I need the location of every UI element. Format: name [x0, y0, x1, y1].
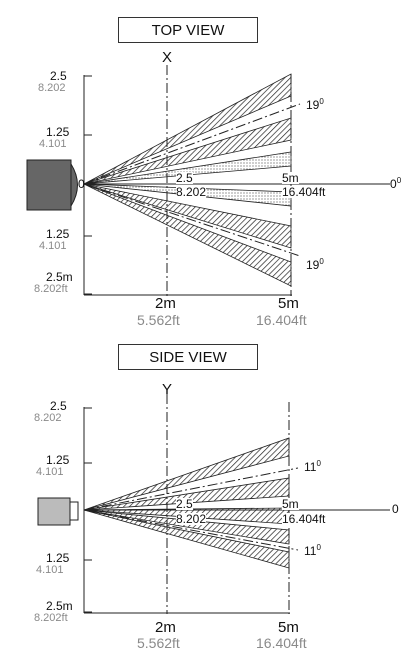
top-inner-right-m: 5m	[282, 171, 299, 185]
side-dist-far-ft: 16.404ft	[256, 635, 307, 651]
top-beam-upper-outer	[83, 73, 292, 185]
side-dist-far-m: 5m	[278, 619, 299, 636]
top-inner-right-ft: 16.404ft	[282, 185, 326, 199]
top-dist-far-m: 5m	[278, 295, 299, 312]
top-beam-lower-mid	[83, 183, 292, 249]
side-y-label-upper-m: 1.25	[46, 453, 70, 467]
side-angle-line-lower	[83, 509, 299, 551]
top-y-label-top-m: 2.5	[50, 69, 67, 83]
side-y-label-upper-ft: 4.101	[36, 466, 64, 478]
side-dist-near-ft: 5.562ft	[137, 635, 180, 651]
top-y-label-upper-ft: 4.101	[39, 138, 67, 150]
side-y-label-lower-m: 1.25	[46, 551, 70, 565]
top-dist-near-m: 2m	[155, 295, 176, 312]
top-y-label-top-ft: 8.202	[38, 82, 66, 94]
side-beam-lower-outer	[83, 509, 290, 569]
side-angle-line-upper	[83, 467, 299, 511]
side-device-lens	[69, 501, 79, 521]
side-angle-lower: 110	[304, 543, 321, 558]
top-angle-lower: 190	[306, 257, 324, 272]
side-inner-left-ft: 8.202	[176, 512, 207, 526]
side-view-title: SIDE VIEW	[118, 344, 258, 370]
top-inner-left-m: 2.5	[176, 171, 193, 185]
side-axis-letter: Y	[162, 381, 173, 398]
side-y-label-bottom-ft: 8.202ft	[34, 612, 68, 624]
top-device-body	[26, 159, 72, 211]
side-y-label-lower-ft: 4.101	[36, 564, 64, 576]
side-inner-right-ft: 16.404ft	[282, 512, 326, 526]
side-angle-upper: 110	[304, 459, 321, 474]
top-y-label-upper-m: 1.25	[46, 125, 70, 139]
side-device-body	[37, 497, 71, 526]
top-view-panel: TOP VIEW X 2.5 8.202 1.25 4.101 0 1.25 4…	[26, 17, 402, 328]
top-y-label-bottom-ft: 8.202ft	[34, 283, 68, 295]
top-device-lens	[70, 162, 78, 208]
top-dist-far-ft: 16.404ft	[256, 312, 307, 328]
side-inner-left-m: 2.5	[176, 497, 193, 511]
top-y-label-center: 0	[78, 177, 85, 191]
top-angle-center: 00	[390, 176, 402, 191]
side-y-label-bottom-m: 2.5m	[46, 599, 73, 613]
top-y-label-lower-m: 1.25	[46, 227, 70, 241]
side-beam-upper-outer	[83, 437, 290, 511]
side-y-label-top-ft: 8.202	[34, 412, 62, 424]
side-angle-center: 0	[392, 502, 399, 516]
top-inner-left-ft: 8.202	[176, 185, 207, 199]
top-y-label-lower-ft: 4.101	[39, 240, 67, 252]
top-angle-upper: 190	[306, 97, 324, 112]
top-angle-line-upper	[83, 103, 301, 185]
top-angle-line-lower	[83, 183, 301, 257]
side-view-panel: SIDE VIEW Y 2.5 8.202 1.25 4.101 1.25 4.…	[0, 330, 402, 655]
top-y-label-bottom-m: 2.5m	[46, 270, 73, 284]
top-view-title: TOP VIEW	[118, 17, 258, 43]
top-beam-upper-mid	[83, 117, 292, 185]
side-y-label-top-m: 2.5	[50, 399, 67, 413]
top-dist-near-ft: 5.562ft	[137, 312, 180, 328]
top-beam-lower-outer	[83, 183, 292, 287]
side-inner-right-m: 5m	[282, 497, 299, 511]
side-dist-near-m: 2m	[155, 619, 176, 636]
top-axis-letter: X	[162, 49, 173, 66]
